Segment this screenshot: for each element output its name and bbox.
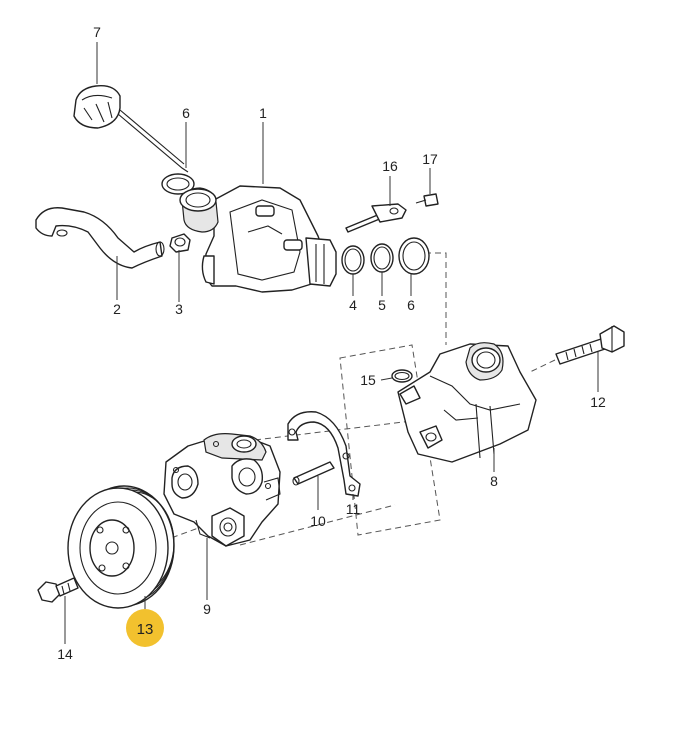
callout-2: 2 xyxy=(113,301,121,317)
callout-12: 12 xyxy=(590,394,606,410)
curved-strap[interactable] xyxy=(287,411,361,497)
callout-15: 15 xyxy=(360,372,376,388)
callout-6-upper: 6 xyxy=(182,105,190,121)
callout-7: 7 xyxy=(93,24,101,40)
callout-13: 13 xyxy=(137,621,154,638)
callout-5: 5 xyxy=(378,297,386,313)
highlight-badge[interactable] xyxy=(126,609,164,647)
highlighted-callout-13[interactable]: 13 xyxy=(126,609,164,647)
o-ring-6[interactable] xyxy=(398,237,430,275)
power-steering-pump[interactable] xyxy=(163,433,281,547)
callout-17: 17 xyxy=(422,151,438,167)
o-ring-5[interactable] xyxy=(370,243,394,273)
leader-lines xyxy=(64,42,599,644)
dowel-pin[interactable] xyxy=(292,461,335,486)
callout-1: 1 xyxy=(259,105,267,121)
callout-4: 4 xyxy=(349,297,357,313)
callout-labels: 7 6 1 16 17 2 3 4 5 6 15 12 8 11 10 9 14 xyxy=(57,24,606,662)
bracket-bolt[interactable] xyxy=(345,203,407,233)
long-mounting-bolt[interactable] xyxy=(555,325,625,365)
o-ring-4[interactable] xyxy=(341,245,365,275)
pump-pulley[interactable] xyxy=(67,485,175,609)
filler-cap-dipstick[interactable] xyxy=(73,85,189,173)
callout-3: 3 xyxy=(175,301,183,317)
neck-o-ring[interactable] xyxy=(161,173,195,195)
oil-reservoir[interactable] xyxy=(179,185,337,293)
callout-11: 11 xyxy=(346,501,361,517)
callout-8: 8 xyxy=(490,473,498,489)
callout-10: 10 xyxy=(310,513,326,529)
callout-9: 9 xyxy=(203,601,211,617)
reservoir-plug[interactable] xyxy=(169,233,191,253)
callout-16: 16 xyxy=(382,158,398,174)
reservoir-hose[interactable] xyxy=(35,207,165,269)
pulley-bolt[interactable] xyxy=(37,577,79,603)
callout-14: 14 xyxy=(57,646,73,662)
bracket-o-ring[interactable] xyxy=(391,369,413,383)
callout-6-lower: 6 xyxy=(407,297,415,313)
small-screw[interactable] xyxy=(415,193,439,207)
pump-bracket[interactable] xyxy=(397,342,537,463)
